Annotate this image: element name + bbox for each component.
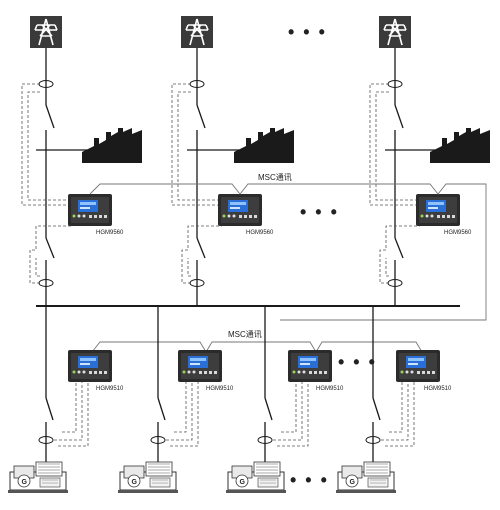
factory-icon bbox=[430, 128, 490, 163]
generator-set-icon bbox=[225, 461, 287, 494]
circuit-breaker-icon bbox=[394, 104, 404, 129]
controller-model-label: HGM9560 bbox=[246, 230, 274, 236]
factory-icon bbox=[234, 128, 294, 163]
mains-branch-2 bbox=[171, 15, 294, 306]
msc-link-upper bbox=[89, 183, 487, 321]
controller-model-label: HGM9510 bbox=[96, 386, 124, 392]
gen-controller-4: HGM9510 bbox=[396, 350, 452, 392]
circuit-breaker-icon bbox=[157, 397, 166, 421]
circuit-breaker-icon bbox=[45, 104, 55, 129]
transmission-tower-icon bbox=[180, 15, 214, 49]
gen-branch-2 bbox=[117, 306, 199, 494]
controller-model-label: HGM9510 bbox=[424, 386, 452, 392]
circuit-breaker-icon bbox=[264, 397, 273, 421]
ellipsis: • • • bbox=[288, 22, 327, 42]
msc-label-lower: MSC通讯 bbox=[228, 329, 262, 339]
circuit-breaker-icon bbox=[196, 104, 206, 129]
mains-branch-3 bbox=[369, 15, 490, 306]
gen-branch-1 bbox=[7, 306, 89, 494]
controller-model-label: HGM9560 bbox=[444, 230, 472, 236]
gen-controller-3: HGM9510 bbox=[288, 350, 344, 392]
gen-branch-3 bbox=[225, 306, 309, 494]
controller-model-label: HGM9560 bbox=[96, 230, 124, 236]
generator-set-icon bbox=[335, 461, 397, 494]
gen-controller-2: HGM9510 bbox=[178, 350, 234, 392]
ellipsis: • • • bbox=[290, 470, 329, 490]
generator-set-icon bbox=[117, 461, 179, 494]
gen-branch-4 bbox=[335, 306, 415, 494]
controller-model-label: HGM9510 bbox=[206, 386, 234, 392]
controller-model-label: HGM9510 bbox=[316, 386, 344, 392]
factory-icon bbox=[82, 128, 142, 163]
mains-branch-1 bbox=[21, 15, 142, 306]
gen-controller-1: HGM9510 bbox=[68, 350, 124, 392]
circuit-breaker-icon bbox=[372, 397, 381, 421]
transmission-tower-icon bbox=[29, 15, 63, 49]
circuit-breaker-icon bbox=[45, 397, 54, 421]
ellipsis: • • • bbox=[300, 202, 339, 222]
mains-controller-1: HGM9560 bbox=[68, 194, 124, 236]
ellipsis: • • • bbox=[338, 352, 377, 372]
mains-controller-3: HGM9560 bbox=[416, 194, 472, 236]
msc-label-upper: MSC通讯 bbox=[258, 172, 292, 182]
transmission-tower-icon bbox=[378, 15, 412, 49]
generator-set-icon bbox=[7, 461, 69, 494]
msc-link-lower bbox=[91, 341, 423, 353]
mains-controller-2: HGM9560 bbox=[218, 194, 274, 236]
